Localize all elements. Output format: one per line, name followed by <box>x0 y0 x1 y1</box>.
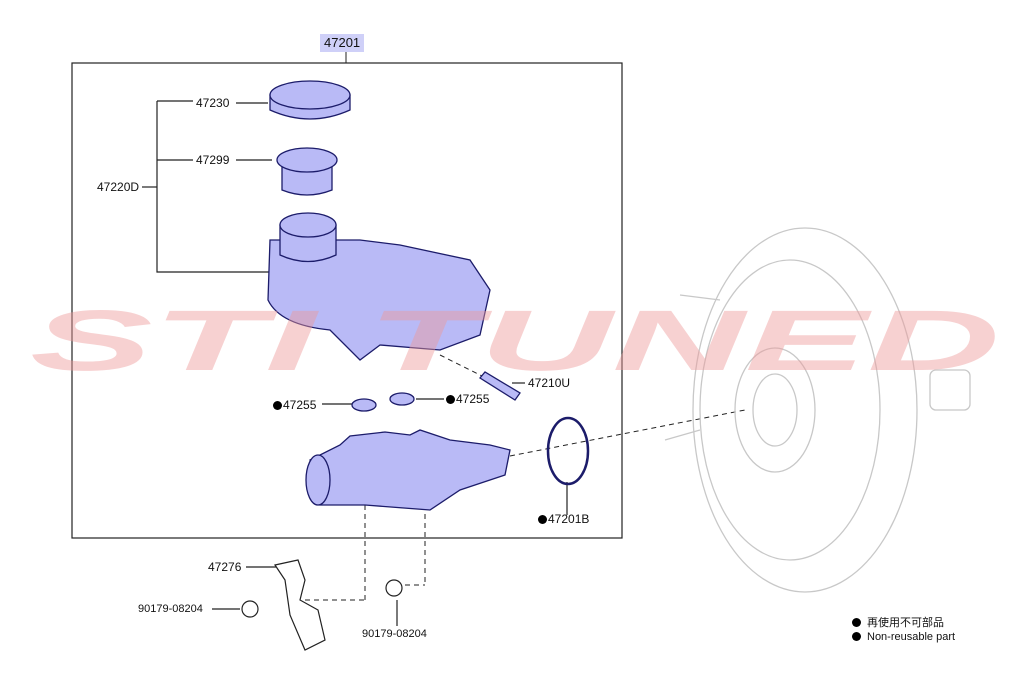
label-bolt-right[interactable]: 90179-08204 <box>362 628 427 640</box>
legend-item-jp: 再使用不可部品 <box>852 614 944 630</box>
non-reusable-marker-icon <box>273 401 282 410</box>
label-47220d[interactable]: 47220D <box>97 180 140 194</box>
label-47201[interactable]: 47201 <box>320 34 365 52</box>
strainer <box>276 147 338 196</box>
label-bolt-left[interactable]: 90179-08204 <box>138 603 203 615</box>
o-ring <box>546 416 590 486</box>
non-reusable-marker-icon <box>446 395 455 404</box>
grommets <box>351 392 415 412</box>
pin <box>479 371 521 401</box>
master-cylinder <box>305 429 511 511</box>
bracket-part <box>274 559 326 651</box>
bolts <box>241 579 403 618</box>
legend-item-en: Non-reusable part <box>852 631 955 643</box>
label-47255-left[interactable]: 47255 <box>273 398 316 412</box>
watermark: STI TUNED <box>30 293 1000 389</box>
filled-circle-icon <box>852 632 861 641</box>
label-47276[interactable]: 47276 <box>208 560 242 574</box>
label-47210u[interactable]: 47210U <box>528 376 571 390</box>
non-reusable-marker-icon <box>538 515 547 524</box>
brake-booster-ghost <box>664 227 971 593</box>
label-47201b[interactable]: 47201B <box>538 512 589 526</box>
reservoir-cap <box>269 80 351 120</box>
label-47299[interactable]: 47299 <box>196 153 230 167</box>
filled-circle-icon <box>852 618 861 627</box>
label-47230[interactable]: 47230 <box>196 96 230 110</box>
label-47255-right[interactable]: 47255 <box>446 392 489 406</box>
assembly-frame <box>71 62 623 539</box>
leader-lines <box>142 100 568 626</box>
reservoir <box>267 212 491 361</box>
